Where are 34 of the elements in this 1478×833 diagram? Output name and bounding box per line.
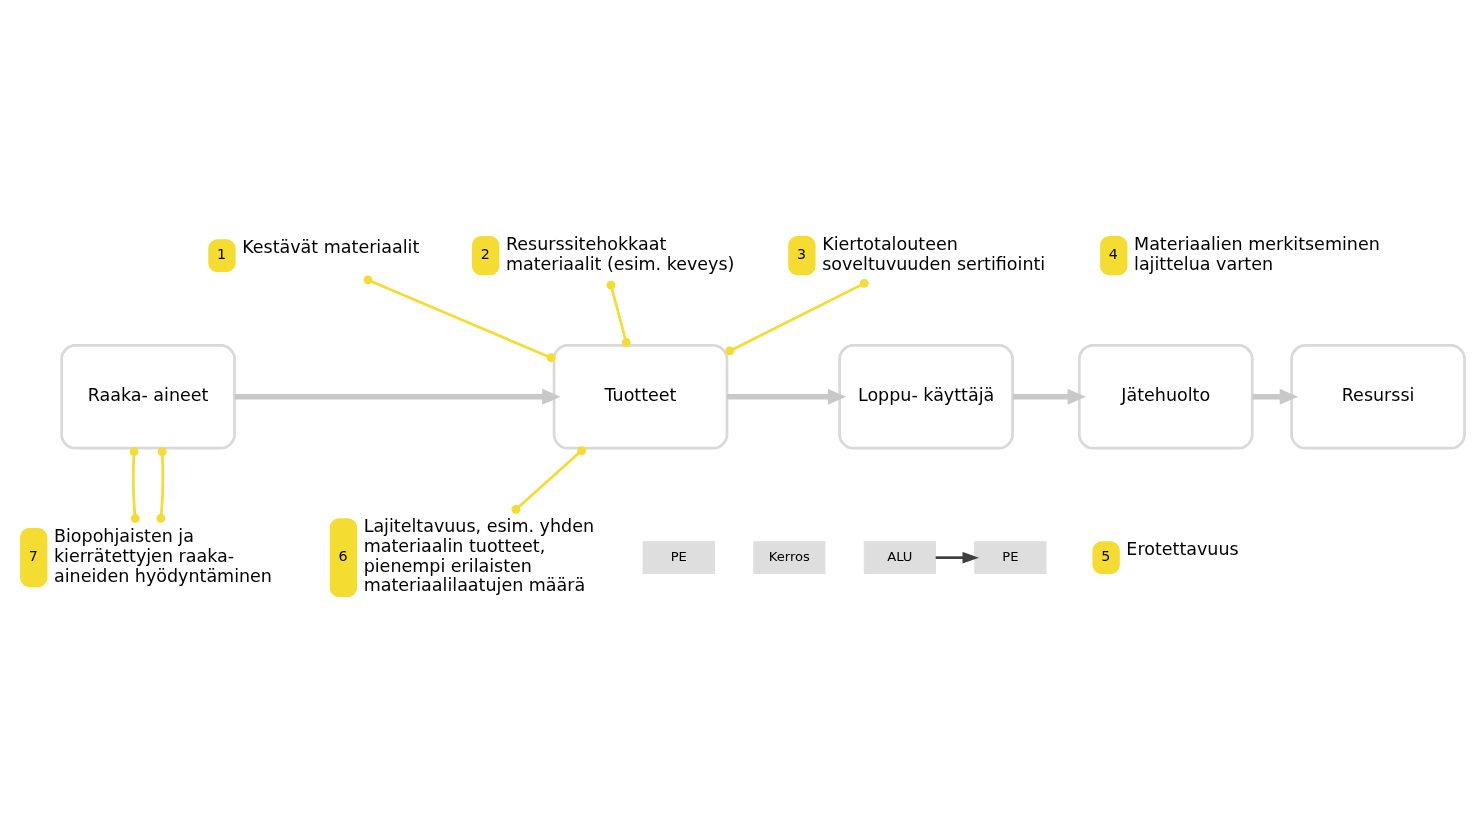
node-box: 7 [20, 528, 48, 588]
node-box: Resurssi [1290, 344, 1466, 450]
arrow [935, 551, 979, 564]
node-label: Lajiteltavuus, esim. yhden materiaalin tuotteet, pienempi erilaisten materiaalilaatujen määrä [363, 516, 595, 596]
node-box: Raaka- aineet [60, 344, 236, 450]
arrow [1012, 388, 1086, 405]
node-box: PE [642, 541, 715, 575]
connector [363, 275, 556, 363]
node-box: Kerros [753, 541, 826, 575]
connector [156, 447, 167, 523]
arrow [1252, 388, 1299, 405]
node-box: 3 [788, 235, 816, 276]
node-box: Tuotteet [552, 344, 729, 450]
connector [129, 447, 140, 523]
node-box: Jätehuolto [1077, 344, 1254, 450]
node-label: Kiertotalouteen soveltuvuuden sertifiointi [822, 233, 1046, 274]
arrow [234, 388, 561, 405]
node-box: 6 [329, 518, 358, 598]
node-label: Materiaalien merkitseminen lajittelua varten [1134, 233, 1380, 274]
node-label: Biopohjaisten ja kierrätettyjen raaka- aineiden hyödyntäminen [53, 526, 272, 586]
node-label: Kestävät materiaalit [242, 237, 420, 258]
node-box: PE [974, 541, 1047, 575]
node-box: 4 [1100, 235, 1128, 276]
node-box: 1 [208, 239, 236, 273]
node-box: ALU [863, 541, 936, 575]
node-box: 2 [472, 235, 500, 276]
connector [725, 279, 869, 356]
node-box: 5 [1092, 541, 1120, 575]
node-label: Erotettavuus [1126, 539, 1239, 560]
connector [606, 280, 631, 347]
connector [511, 446, 587, 514]
node-box: Loppu- käyttäjä [838, 344, 1014, 450]
arrow [726, 388, 847, 405]
node-label: Resurssitehokkaat materiaalit (esim. keveys) [505, 233, 735, 274]
